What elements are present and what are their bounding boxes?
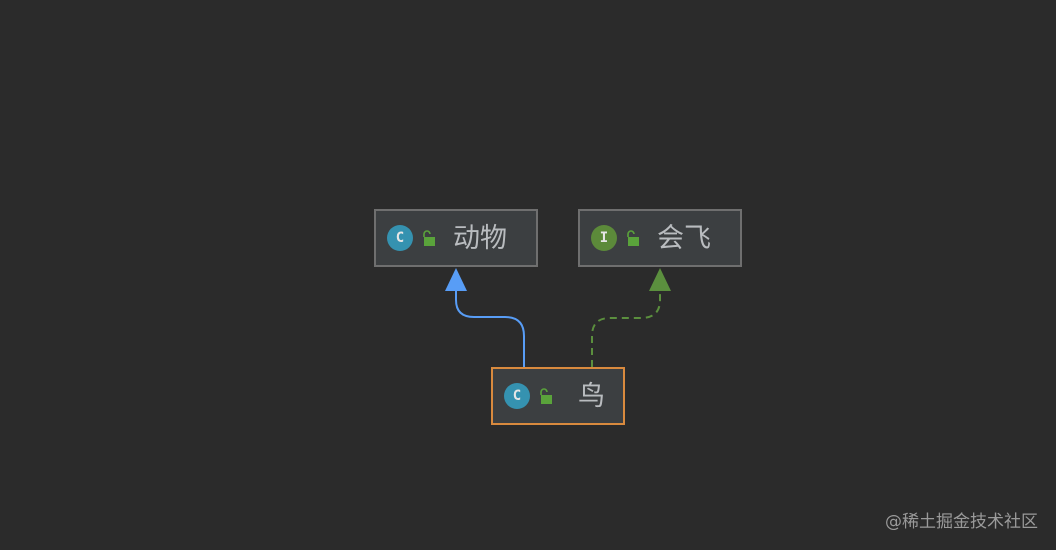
unlocked-public-icon (423, 230, 435, 246)
node-label: 动物 (453, 222, 507, 254)
node-label: 会飞 (657, 222, 711, 254)
class-node-animal[interactable]: C 动物 (374, 209, 538, 267)
extends-edge-line (455, 290, 525, 367)
class-kind-icon: C (387, 225, 413, 251)
watermark: @稀土掘金技术社区 (885, 512, 1038, 532)
implements-edge-line (591, 290, 661, 367)
class-kind-icon: C (504, 383, 530, 409)
unlocked-public-icon (540, 388, 552, 404)
interface-node-fly[interactable]: I 会飞 (578, 209, 742, 267)
unlocked-public-icon (627, 230, 639, 246)
implements-edge-arrowhead (649, 268, 671, 291)
node-label: 鸟 (578, 380, 605, 412)
class-node-bird[interactable]: C 鸟 (491, 367, 625, 425)
interface-kind-icon: I (591, 225, 617, 251)
extends-edge-arrowhead (445, 268, 467, 291)
